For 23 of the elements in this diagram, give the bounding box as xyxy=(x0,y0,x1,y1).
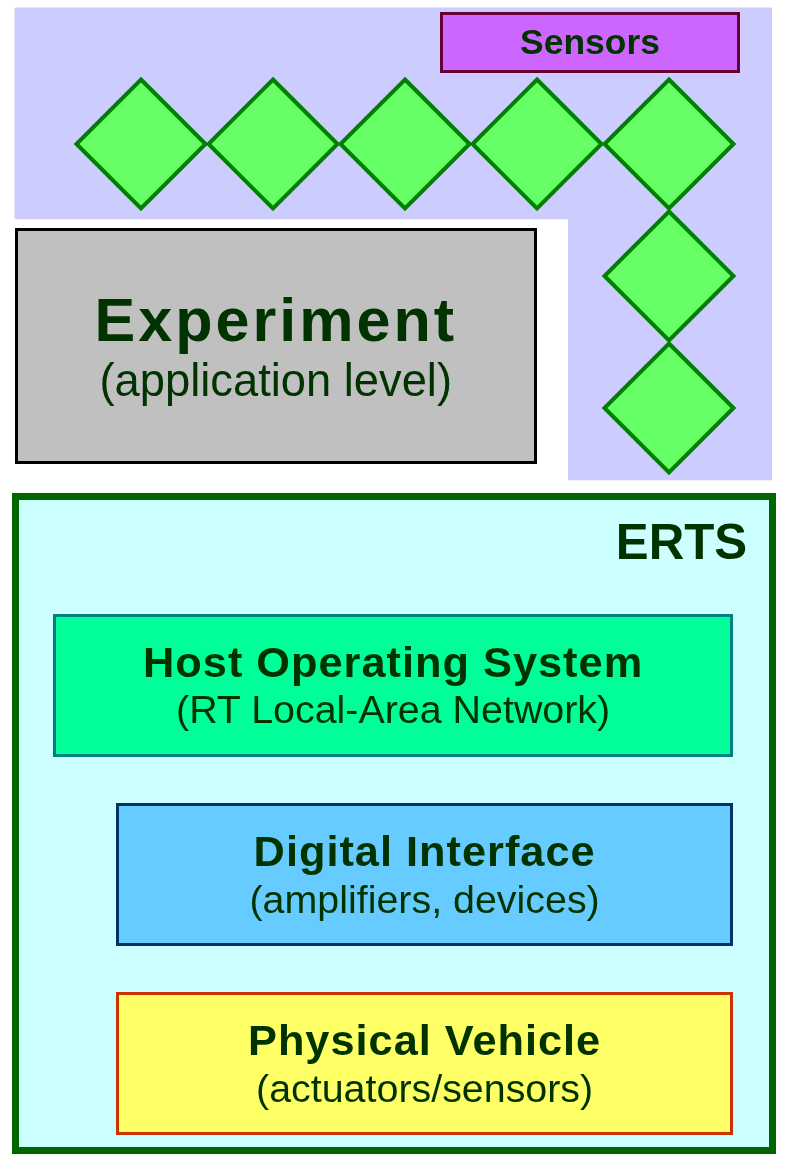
box-subtitle: (amplifiers, devices) xyxy=(249,876,600,922)
diamond-shape xyxy=(338,77,471,210)
box-subtitle: (actuators/sensors) xyxy=(256,1065,594,1111)
layer-box xyxy=(116,992,733,1135)
layer-box xyxy=(14,227,537,464)
diamond-shape xyxy=(206,77,339,210)
diamond-shape xyxy=(74,77,207,210)
group-title: ERTS xyxy=(615,513,748,571)
box-heading: Host Operating System xyxy=(143,637,644,688)
layer-box xyxy=(440,11,740,73)
box-heading: Sensors xyxy=(520,21,660,63)
box-subtitle: (RT Local-Area Network) xyxy=(176,687,611,733)
box-subtitle: (application level) xyxy=(99,354,453,407)
layer-box xyxy=(53,613,733,757)
box-heading: Physical Vehicle xyxy=(248,1015,602,1066)
diamond-shape xyxy=(602,77,735,210)
diamond-shape xyxy=(470,77,603,210)
box-heading: Experiment xyxy=(94,284,458,355)
layer-box xyxy=(116,802,733,946)
diamond-shape xyxy=(602,209,735,342)
diamond-shape xyxy=(602,341,735,474)
box-heading: Digital Interface xyxy=(253,826,596,877)
group-panel xyxy=(11,492,777,1155)
